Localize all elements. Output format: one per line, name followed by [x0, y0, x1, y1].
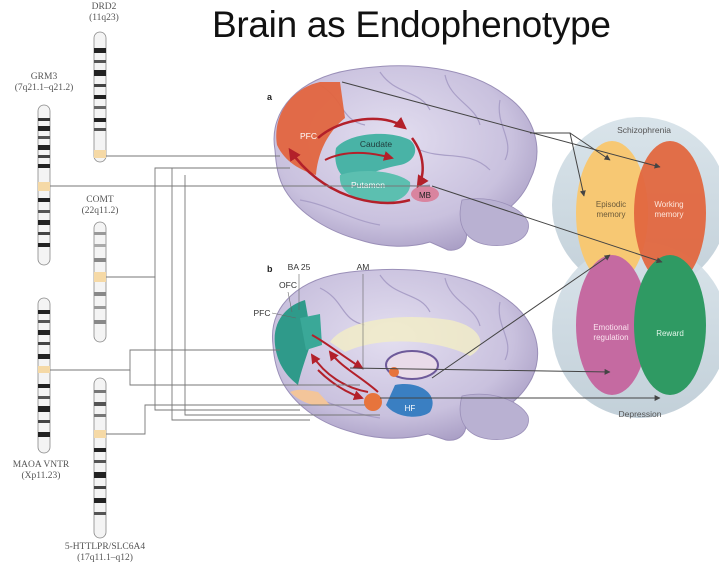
depression-label: Depression: [619, 409, 662, 419]
panel-a-letter: a: [267, 92, 273, 102]
region-ba25: BA 25: [288, 262, 311, 272]
brain-panel-b: b BA 25 AM OFC PFC HF: [254, 262, 538, 440]
region-ofc: OFC: [279, 280, 297, 290]
region-putamen: Putamen: [351, 180, 385, 190]
emotional-label-1: Emotional: [593, 323, 629, 332]
chromosome-drd2: [94, 32, 106, 162]
chromosome-grm3: [38, 105, 50, 265]
working-label-2: memory: [655, 210, 684, 219]
working-label-1: Working: [654, 200, 683, 209]
region-pfc-b: PFC: [254, 308, 271, 318]
reward-label: Reward: [656, 329, 684, 338]
panel-b-letter: b: [267, 264, 273, 274]
disorder-diagram: Schizophrenia Depression Episodic memory…: [552, 117, 719, 419]
chromosome-maoa: [38, 298, 50, 453]
schizophrenia-label: Schizophrenia: [617, 125, 671, 135]
brain-panel-a: a PFC Caudate Putamen MB: [267, 66, 537, 250]
chromosome-comt: [94, 222, 106, 342]
episodic-label-1: Episodic: [596, 200, 626, 209]
chromosome-httlpr: [94, 378, 106, 538]
reward-ellipse: [634, 255, 706, 395]
region-pfc-a: PFC: [300, 131, 317, 141]
region-am: AM: [357, 262, 370, 272]
region-caudate: Caudate: [360, 139, 392, 149]
region-mb: MB: [419, 191, 431, 200]
region-hf: HF: [405, 404, 416, 413]
episodic-label-2: memory: [597, 210, 626, 219]
emotional-label-2: regulation: [593, 333, 628, 342]
